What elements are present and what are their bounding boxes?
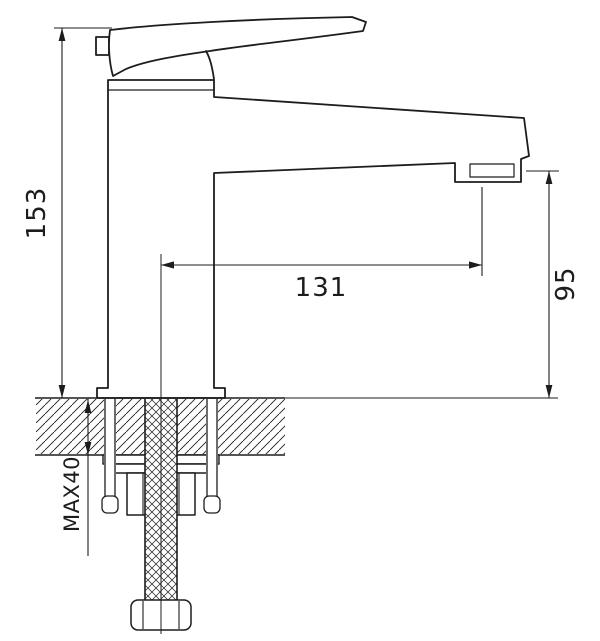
- arrowhead-down-icon: [58, 385, 66, 398]
- counter-hatch-mid-left: [116, 399, 145, 454]
- dim-spout-reach-label: 131: [295, 273, 348, 303]
- counter-section: [35, 397, 285, 456]
- dimension-spout-reach: 131: [161, 187, 483, 303]
- arrowhead-down-icon: [84, 442, 92, 455]
- dim-max-thickness-label: MAX40: [60, 456, 84, 532]
- aerator-detail: [469, 163, 515, 178]
- dim-spout-height-label: 95: [551, 266, 581, 301]
- dimension-overall-height: 153: [22, 27, 112, 398]
- arrowhead-right-icon: [469, 261, 482, 269]
- faucet-body-and-spout: [96, 79, 530, 399]
- handle-base-curve: [205, 50, 215, 80]
- arrowhead-up-icon: [84, 400, 92, 413]
- counter-hatch-left: [36, 399, 105, 454]
- arrowhead-up-icon: [58, 28, 66, 41]
- handle-end-cap: [95, 36, 110, 56]
- dim-overall-height-label: 153: [22, 187, 52, 240]
- arrowhead-up-icon: [545, 171, 553, 184]
- counter-hatch-mid-right: [177, 399, 206, 454]
- arrowhead-left-icon: [161, 261, 174, 269]
- mounting-stud-right: [203, 399, 221, 514]
- counter-hatch-right: [218, 399, 285, 454]
- dimension-max-thickness: MAX40: [60, 398, 92, 556]
- dimension-spout-height: 95: [285, 170, 581, 399]
- arrowhead-down-icon: [545, 385, 553, 398]
- handle-lever: [108, 16, 367, 77]
- faucet-outline: [95, 16, 530, 399]
- mounting-stud-left: [101, 399, 119, 514]
